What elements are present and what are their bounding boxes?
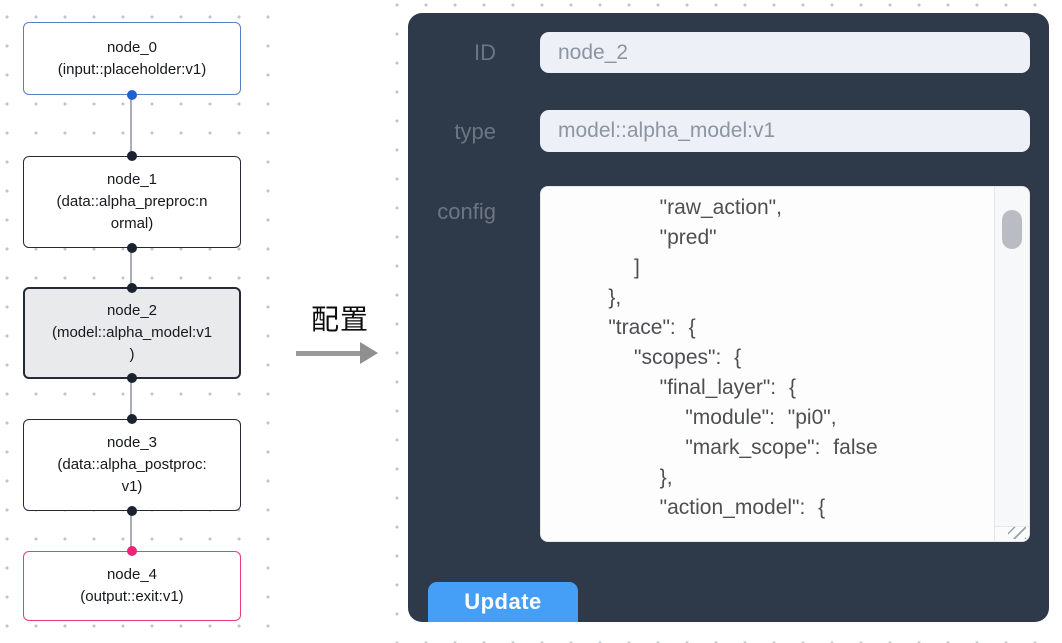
config-json-content: "raw_action", "pred" ] }, "trace": { "sc… xyxy=(608,196,878,519)
output-port[interactable] xyxy=(127,373,137,383)
update-button[interactable]: Update xyxy=(428,582,578,622)
output-port[interactable] xyxy=(127,506,137,516)
node-node_2-selected[interactable]: node_2 (model::alpha_model:v1 ) xyxy=(23,283,241,383)
input-port[interactable] xyxy=(127,151,137,161)
input-port[interactable] xyxy=(127,546,137,556)
edge-connector xyxy=(130,511,132,551)
node-label: node_2 (model::alpha_model:v1 ) xyxy=(51,302,213,363)
scrollbar-thumb[interactable] xyxy=(1002,210,1022,249)
config-textarea[interactable]: "raw_action", "pred" ] }, "trace": { "sc… xyxy=(540,186,1030,542)
transfer-label: 配置 xyxy=(310,304,369,335)
output-port[interactable] xyxy=(127,243,137,253)
node-label: node_4 (output::exit:v1) xyxy=(80,566,184,605)
output-port[interactable] xyxy=(127,90,137,100)
input-port[interactable] xyxy=(127,283,137,293)
transfer-annotation: 配置 xyxy=(284,298,396,365)
node-config-panel: ID type config "raw_action", "pred" ] },… xyxy=(408,13,1049,622)
scrollbar-corner xyxy=(994,526,1029,541)
type-field-label: type xyxy=(454,119,496,144)
node-label: node_3 (data::alpha_postproc: v1) xyxy=(57,434,207,495)
edge-connector xyxy=(130,248,132,287)
type-input[interactable] xyxy=(540,110,1030,152)
id-input[interactable] xyxy=(540,32,1030,73)
id-field-label: ID xyxy=(474,40,496,65)
node-node_0[interactable]: node_0 (input::placeholder:v1) xyxy=(23,22,241,100)
input-port[interactable] xyxy=(127,414,137,424)
arrow-right-icon xyxy=(284,341,396,365)
config-field-label: config xyxy=(437,199,496,224)
edge-connector xyxy=(130,379,132,419)
scrollbar-track[interactable] xyxy=(994,187,1029,526)
resize-handle-icon[interactable] xyxy=(1008,527,1026,539)
node-node_3[interactable]: node_3 (data::alpha_postproc: v1) xyxy=(23,414,241,516)
node-node_1[interactable]: node_1 (data::alpha_preproc:n ormal) xyxy=(23,151,241,253)
node-label: node_1 (data::alpha_preproc:n ormal) xyxy=(56,171,208,232)
edge-connector xyxy=(130,95,132,156)
node-node_4[interactable]: node_4 (output::exit:v1) xyxy=(23,546,241,621)
node-label: node_0 (input::placeholder:v1) xyxy=(57,38,207,78)
